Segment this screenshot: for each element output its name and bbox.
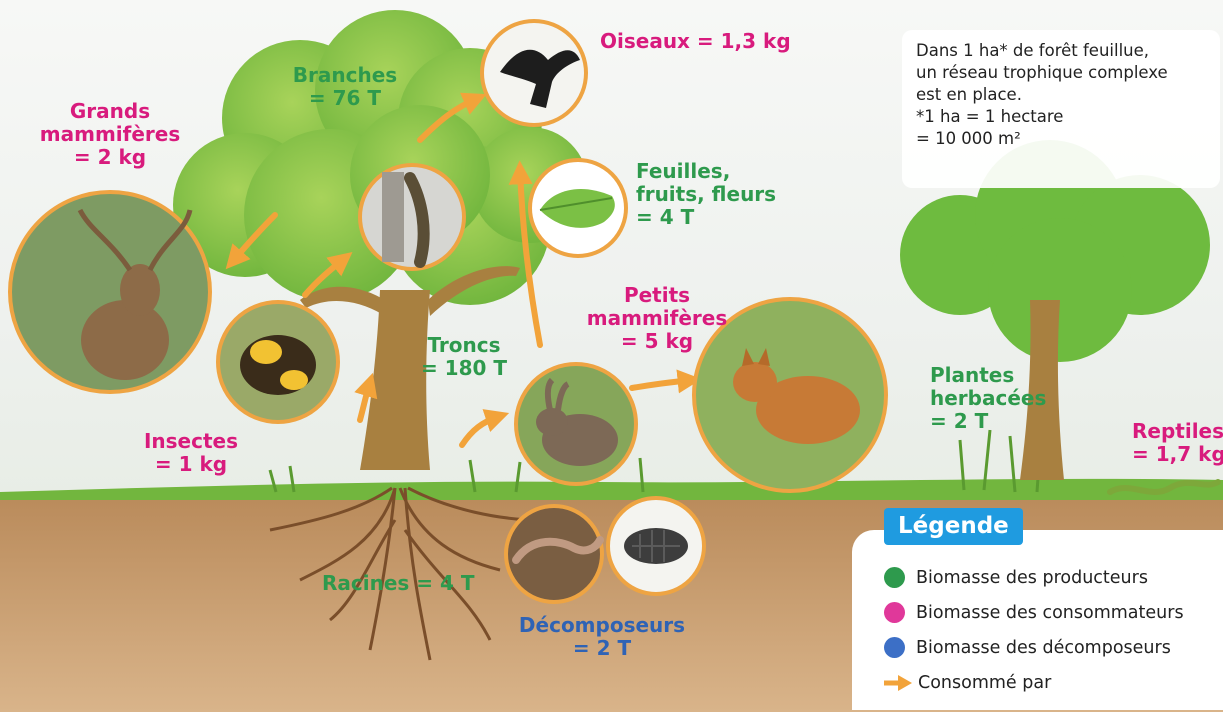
label-feuilles-line-3: = 4 T [636, 206, 776, 229]
legend: Légende Biomasse des producteurs Biomass… [852, 530, 1223, 710]
legend-producers-text: Biomasse des producteurs [916, 568, 1148, 588]
legend-row-arrow: Consommé par [884, 665, 1223, 700]
note-line-4: *1 ha = 1 hectare [916, 106, 1220, 128]
legend-arrow-text: Consommé par [918, 673, 1051, 693]
label-grands-mammiferes-line-1: Grands [30, 100, 190, 123]
photo-crow-icon [482, 21, 586, 125]
label-insectes: Insectes = 1 kg [138, 430, 244, 476]
label-insectes-line-2: = 1 kg [138, 453, 244, 476]
photo-earthworm-icon [506, 506, 602, 602]
photo-oak-leaf-icon [530, 160, 626, 256]
note-line-5: = 10 000 m² [916, 128, 1220, 150]
photo-caterpillar-icon [360, 165, 464, 269]
legend-row-consumers: Biomasse des consommateurs [884, 595, 1223, 630]
arrow-rabbit-to-fox [632, 380, 692, 388]
legend-title: Légende [884, 508, 1023, 545]
note-line-3: est en place. [916, 84, 1220, 106]
label-troncs: Troncs = 180 T [412, 334, 516, 380]
photo-rabbit-icon [516, 364, 636, 484]
info-note: Dans 1 ha* de forêt feuillue, un réseau … [902, 30, 1220, 188]
green-dot-icon [884, 567, 905, 588]
label-grands-mammiferes-line-3: = 2 kg [30, 146, 190, 169]
legend-row-decomposers: Biomasse des décomposeurs [884, 630, 1223, 665]
label-branches-line-2: = 76 T [290, 87, 400, 110]
label-racines: Racines = 4 T [322, 572, 475, 595]
orange-arrow-icon [884, 674, 912, 692]
label-grands-mammiferes: Grands mammifères = 2 kg [30, 100, 190, 169]
legend-row-producers: Biomasse des producteurs [884, 560, 1223, 595]
label-petits-mammiferes-line-3: = 5 kg [582, 330, 732, 353]
photo-deer-icon [10, 192, 210, 392]
label-branches-line-1: Branches [290, 64, 400, 87]
photo-bumblebee-icon [218, 302, 338, 422]
label-petits-mammiferes-line-1: Petits [582, 284, 732, 307]
magenta-dot-icon [884, 602, 905, 623]
label-insectes-line-1: Insectes [138, 430, 244, 453]
legend-consumers-text: Biomasse des consommateurs [916, 603, 1184, 623]
blue-dot-icon [884, 637, 905, 658]
label-feuilles-line-1: Feuilles, [636, 160, 776, 183]
label-petits-mammiferes: Petits mammifères = 5 kg [582, 284, 732, 353]
note-line-1: Dans 1 ha* de forêt feuillue, [916, 40, 1220, 62]
label-reptiles-line-2: = 1,7 kg [1132, 443, 1223, 466]
label-feuilles-line-2: fruits, fleurs [636, 183, 776, 206]
note-line-2: un réseau trophique complexe [916, 62, 1220, 84]
label-plantes-herbacees-line-3: = 2 T [930, 410, 1046, 433]
legend-decomposers-text: Biomasse des décomposeurs [916, 638, 1171, 658]
label-troncs-line-2: = 180 T [412, 357, 516, 380]
label-reptiles: Reptiles = 1,7 kg [1132, 420, 1223, 466]
label-petits-mammiferes-line-2: mammifères [582, 307, 732, 330]
label-plantes-herbacees: Plantes herbacées = 2 T [930, 364, 1046, 433]
label-oiseaux: Oiseaux = 1,3 kg [600, 30, 791, 53]
arrow-grass-to-rabbit [462, 416, 500, 445]
label-plantes-herbacees-line-2: herbacées [930, 387, 1046, 410]
label-decomposeurs-line-2: = 2 T [514, 637, 690, 660]
label-grands-mammiferes-line-2: mammifères [30, 123, 190, 146]
label-decomposeurs-line-1: Décomposeurs [514, 614, 690, 637]
label-reptiles-line-1: Reptiles [1132, 420, 1223, 443]
arrow-grass-to-insects [360, 382, 370, 420]
grass-band [0, 479, 1223, 500]
label-branches: Branches = 76 T [290, 64, 400, 110]
label-plantes-herbacees-line-1: Plantes [930, 364, 1046, 387]
label-decomposeurs: Décomposeurs = 2 T [514, 614, 690, 660]
photo-woodlouse-icon [608, 498, 704, 594]
label-troncs-line-1: Troncs [412, 334, 516, 357]
label-feuilles: Feuilles, fruits, fleurs = 4 T [636, 160, 776, 229]
